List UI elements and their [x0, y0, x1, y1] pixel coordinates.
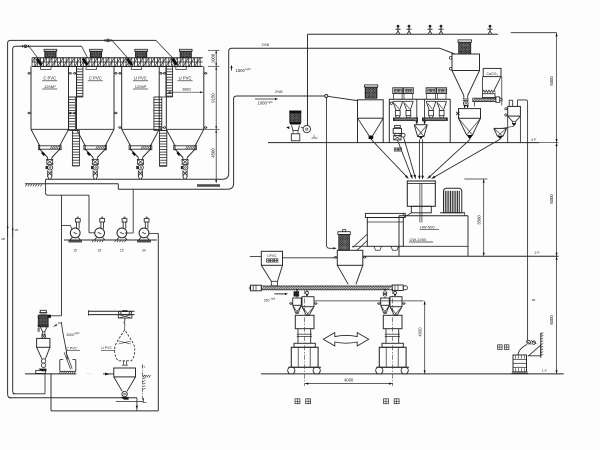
- svg-text:1B: 1B: [532, 298, 536, 302]
- svg-text:9150: 9150: [211, 93, 216, 103]
- svg-text:C PVC: C PVC: [43, 76, 56, 81]
- svg-text:1B: 1B: [58, 321, 61, 325]
- svg-text:1000: 1000: [258, 101, 268, 106]
- svg-text:4000: 4000: [418, 327, 423, 337]
- svg-text:C PVC: C PVC: [89, 76, 102, 81]
- svg-text:4000: 4000: [344, 377, 354, 382]
- svg-text:C PVC: C PVC: [66, 346, 77, 350]
- svg-text:kg/h: kg/h: [268, 100, 274, 104]
- svg-text:1 F: 1 F: [542, 369, 547, 373]
- svg-text:3883: 3883: [182, 88, 190, 92]
- svg-text:3 F: 3 F: [531, 138, 537, 142]
- svg-text:2B: 2B: [1, 237, 5, 241]
- svg-text:CPVC: CPVC: [267, 254, 277, 258]
- svg-text:1500: 1500: [236, 68, 246, 73]
- svg-text:CW-1000: CW-1000: [410, 237, 428, 242]
- svg-text:2½B: 2½B: [262, 43, 270, 47]
- svg-text:kg/h: kg/h: [75, 332, 80, 335]
- svg-text:5000: 5000: [549, 76, 554, 86]
- svg-text:F.L: F.L: [142, 365, 146, 369]
- svg-text:U PVC: U PVC: [101, 346, 112, 350]
- svg-text:6000: 6000: [549, 315, 554, 325]
- svg-text:4500: 4500: [211, 148, 216, 158]
- svg-text:1000: 1000: [211, 53, 216, 63]
- svg-text:30: 30: [142, 249, 146, 253]
- svg-text:2½B: 2½B: [275, 90, 283, 94]
- svg-text:kg/h: kg/h: [246, 67, 252, 71]
- svg-text:HW-500: HW-500: [420, 224, 435, 229]
- svg-text:5000: 5000: [549, 194, 554, 204]
- svg-text:120M³: 120M³: [44, 84, 56, 89]
- svg-text:1B: 1B: [15, 228, 19, 232]
- svg-text:15: 15: [73, 249, 77, 253]
- svg-text:U PVC: U PVC: [179, 76, 192, 81]
- svg-text:CaCO₃: CaCO₃: [486, 72, 498, 76]
- svg-text:3500: 3500: [477, 215, 482, 225]
- svg-text:1: 1: [313, 134, 315, 138]
- svg-text:3000: 3000: [66, 333, 74, 337]
- svg-text:15: 15: [120, 249, 124, 253]
- svg-text:kg/h: kg/h: [271, 299, 276, 301]
- svg-text:250: 250: [264, 298, 270, 302]
- svg-text:15: 15: [98, 249, 102, 253]
- svg-text:· · ·: · · ·: [87, 372, 92, 376]
- svg-text:120M³: 120M³: [135, 84, 147, 89]
- svg-text:2 F: 2 F: [535, 251, 541, 255]
- svg-text:U PVC: U PVC: [134, 76, 147, 81]
